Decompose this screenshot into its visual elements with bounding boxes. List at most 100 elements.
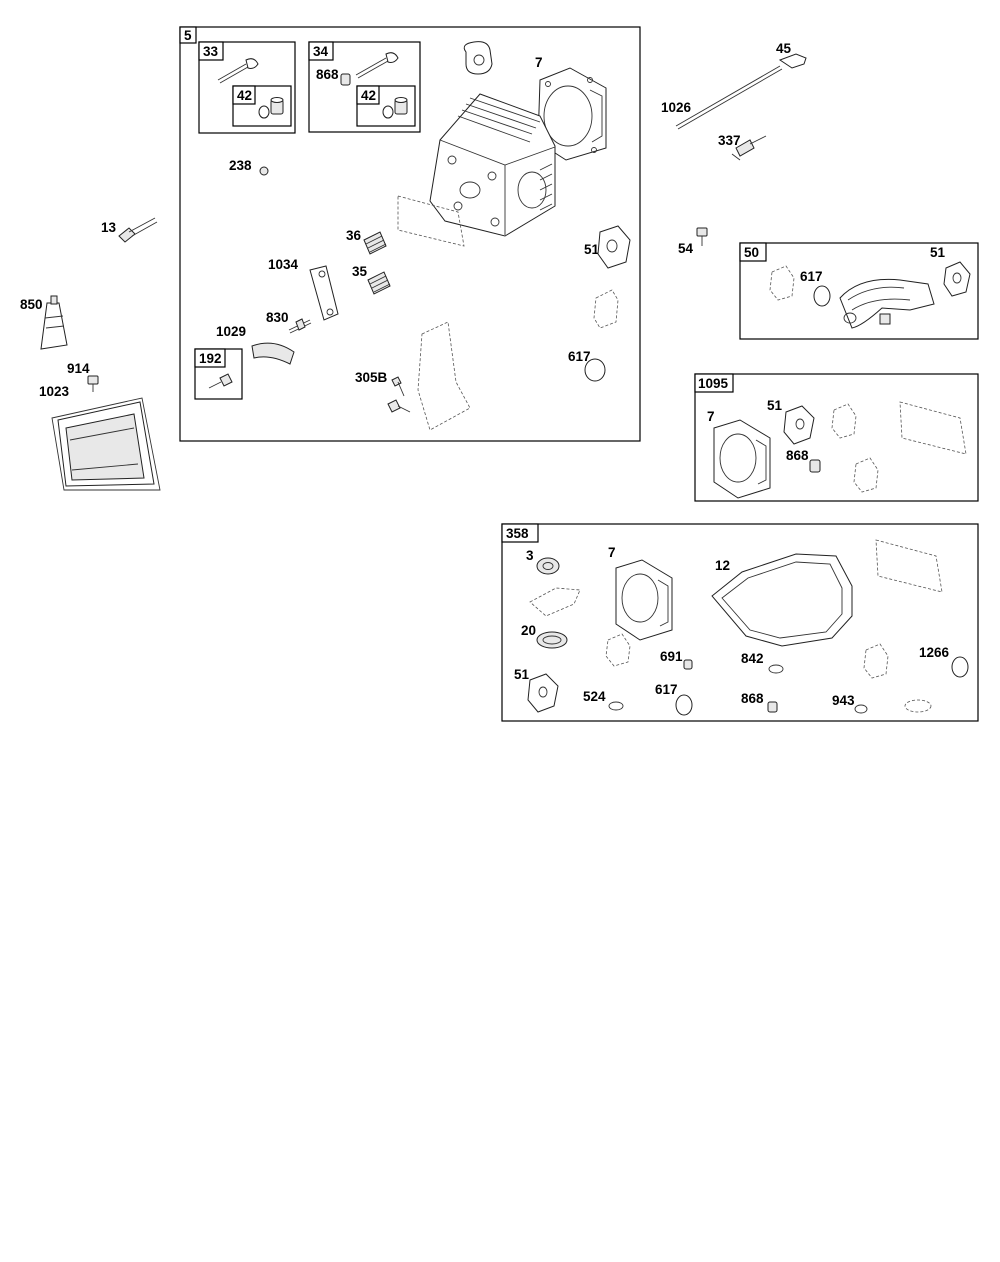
callout-7: 7 <box>707 409 715 424</box>
assembly-50-frame <box>739 242 979 340</box>
callout-54: 54 <box>678 241 694 256</box>
assembly-42a-label: 42 <box>237 88 252 103</box>
valve-seal-icon <box>809 459 821 473</box>
gasket-icon <box>597 225 631 269</box>
callout-914: 914 <box>67 361 90 376</box>
guide-plate-icon <box>251 342 295 365</box>
spark-plug-icon <box>731 135 767 161</box>
valve-seal-icon <box>767 701 778 713</box>
assembly-192-label: 192 <box>199 351 222 366</box>
assembly-33-label: 33 <box>203 44 219 59</box>
callout-12: 12 <box>715 558 730 573</box>
callout-1023: 1023 <box>39 384 70 399</box>
callout-842: 842 <box>741 651 764 666</box>
callout-238: 238 <box>229 158 252 173</box>
callout-524: 524 <box>583 689 606 704</box>
callout-617: 617 <box>655 682 678 697</box>
assembly-358-frame <box>501 523 979 722</box>
assembly-33-frame <box>198 41 296 134</box>
callout-3: 3 <box>526 548 534 563</box>
bolt-icon <box>288 318 312 334</box>
callout-51: 51 <box>930 245 946 260</box>
gasket-icon <box>875 539 943 593</box>
assembly-42b-frame <box>356 85 416 127</box>
o-ring-icon <box>584 358 606 382</box>
gasket-icon <box>615 559 673 641</box>
bolt-icon <box>387 399 411 413</box>
callout-850: 850 <box>20 297 43 312</box>
plug-icon <box>259 166 269 176</box>
callout-868: 868 <box>741 691 764 706</box>
assembly-358-tag <box>501 523 539 543</box>
gasket-icon <box>783 405 815 445</box>
gasket-icon <box>605 633 631 667</box>
callout-691: 691 <box>660 649 683 664</box>
cylinder-head-icon <box>429 93 556 237</box>
gasket-icon <box>713 419 771 499</box>
oil-seal-icon <box>536 557 560 575</box>
callout-868: 868 <box>786 448 809 463</box>
callout-1034: 1034 <box>268 257 299 272</box>
callout-7: 7 <box>608 545 616 560</box>
assembly-33-tag <box>198 41 224 61</box>
assembly-5-label: 5 <box>184 28 192 43</box>
gasket-icon <box>463 41 493 75</box>
bolt-icon <box>118 217 158 243</box>
callout-305b: 305B <box>355 370 388 385</box>
assembly-5-frame <box>179 26 641 442</box>
o-ring-icon <box>951 656 969 678</box>
assembly-42a-frame <box>232 85 292 127</box>
oil-seal-icon <box>536 631 568 649</box>
assembly-358-label: 358 <box>506 526 529 541</box>
assembly-50-label: 50 <box>744 245 759 260</box>
bolt-icon <box>208 373 233 389</box>
callout-51: 51 <box>514 667 530 682</box>
gasket-icon <box>943 261 971 297</box>
callout-617: 617 <box>568 349 591 364</box>
callout-51: 51 <box>767 398 783 413</box>
assembly-5-tag <box>179 26 197 44</box>
rocker-arm-icon <box>309 265 339 321</box>
bolt-icon <box>696 227 708 246</box>
gasket-icon <box>397 195 465 247</box>
assembly-42b-tag <box>356 85 380 105</box>
gasket-icon <box>527 673 559 713</box>
callout-1266: 1266 <box>919 645 950 660</box>
callout-868: 868 <box>316 67 339 82</box>
bolt-icon <box>391 376 405 397</box>
gasket-icon <box>537 67 607 161</box>
assembly-1095-frame <box>694 373 979 502</box>
breather-plate-icon <box>417 321 471 431</box>
o-ring-icon <box>608 701 624 711</box>
assembly-50-tag <box>739 242 767 262</box>
plug-icon <box>683 659 693 670</box>
gasket-icon <box>853 457 879 493</box>
callout-943: 943 <box>832 693 855 708</box>
gasket-icon <box>863 643 889 679</box>
o-ring-icon <box>768 664 784 674</box>
assembly-34-tag <box>308 41 334 61</box>
assembly-192-tag <box>194 348 226 368</box>
valve-seal-icon <box>382 97 408 119</box>
callout-45: 45 <box>776 41 792 56</box>
assembly-42b-label: 42 <box>361 88 376 103</box>
intake-manifold-icon <box>839 278 935 329</box>
assembly-34-frame <box>308 41 421 133</box>
callout-1026: 1026 <box>661 100 692 115</box>
callout-36: 36 <box>346 228 362 243</box>
valve-icon <box>778 53 807 69</box>
valve-cover-icon <box>51 397 161 491</box>
o-ring-icon <box>904 699 932 713</box>
callout-35: 35 <box>352 264 368 279</box>
o-ring-icon <box>675 694 693 716</box>
assembly-1095-label: 1095 <box>698 376 729 391</box>
pushrod-icon <box>675 65 783 130</box>
valve-icon <box>217 58 259 84</box>
callout-617: 617 <box>800 269 823 284</box>
gasket-icon <box>593 289 619 329</box>
callout-13: 13 <box>101 220 117 235</box>
gasket-icon <box>769 265 795 301</box>
gasket-icon <box>711 553 853 647</box>
